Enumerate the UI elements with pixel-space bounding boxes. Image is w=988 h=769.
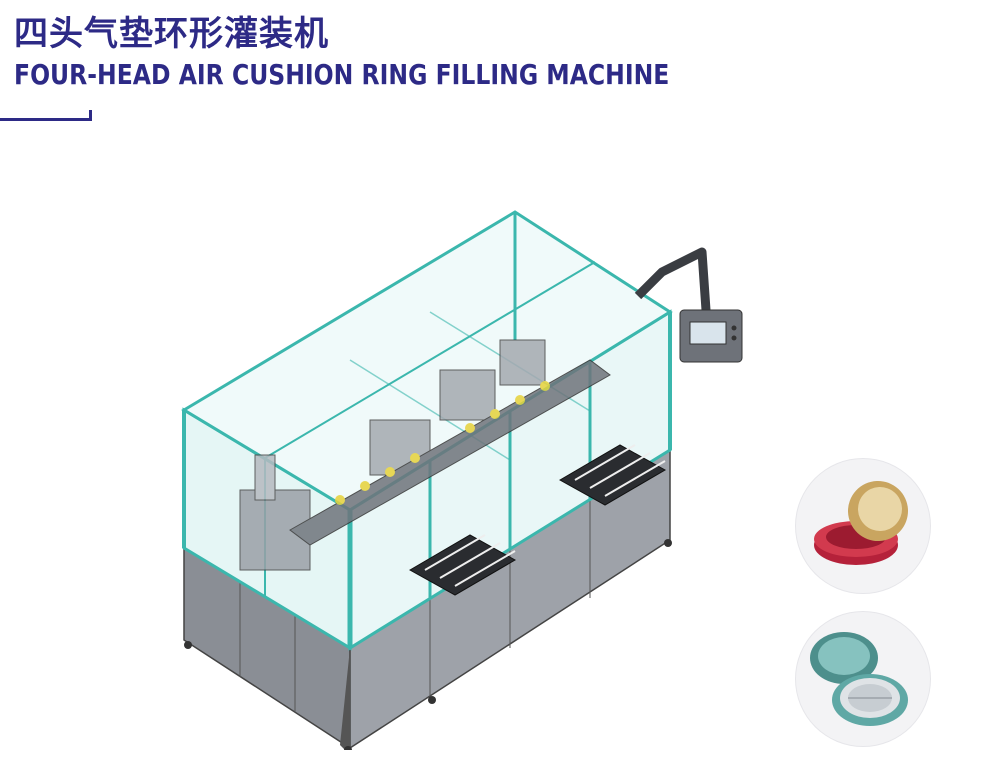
title-underline-tick bbox=[89, 110, 92, 121]
page-title-english: FOUR-HEAD AIR CUSHION RING FILLING MACHI… bbox=[14, 58, 670, 91]
title-underline bbox=[0, 118, 92, 121]
machine-illustration bbox=[170, 200, 770, 754]
product-photo-red-compact bbox=[796, 459, 930, 593]
page-title-chinese: 四头气垫环形灌装机 bbox=[14, 14, 329, 54]
product-photo-teal-compact bbox=[796, 612, 930, 746]
